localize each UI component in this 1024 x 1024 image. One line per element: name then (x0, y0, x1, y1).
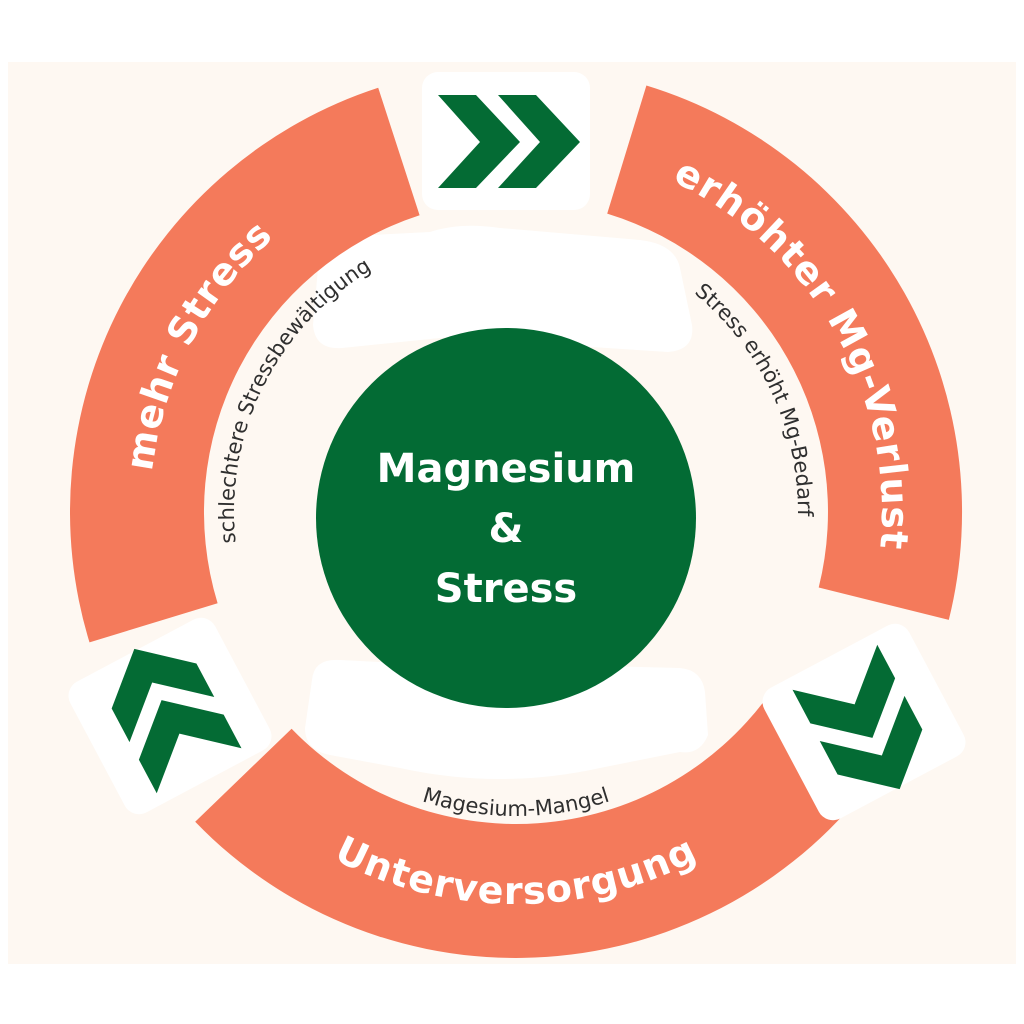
segment-mehr-stress (70, 87, 420, 643)
center-circle (316, 328, 696, 708)
arrow-top (422, 72, 590, 210)
arrow-left (68, 617, 272, 815)
top-blob (313, 225, 693, 352)
center-title-line-2: & (489, 506, 524, 552)
double-chevron-right-icon (438, 95, 580, 188)
center-title-line-1: Magnesium (377, 446, 636, 492)
double-chevron-up-icon (111, 648, 242, 794)
center-title-line-3: Stress (435, 566, 577, 612)
double-chevron-down-icon (792, 644, 923, 790)
segment-unterversorgung (195, 695, 877, 958)
segment-erhoehter-mg-verlust (607, 85, 963, 620)
bottom-blob (305, 659, 708, 779)
arrow-right (762, 623, 966, 821)
